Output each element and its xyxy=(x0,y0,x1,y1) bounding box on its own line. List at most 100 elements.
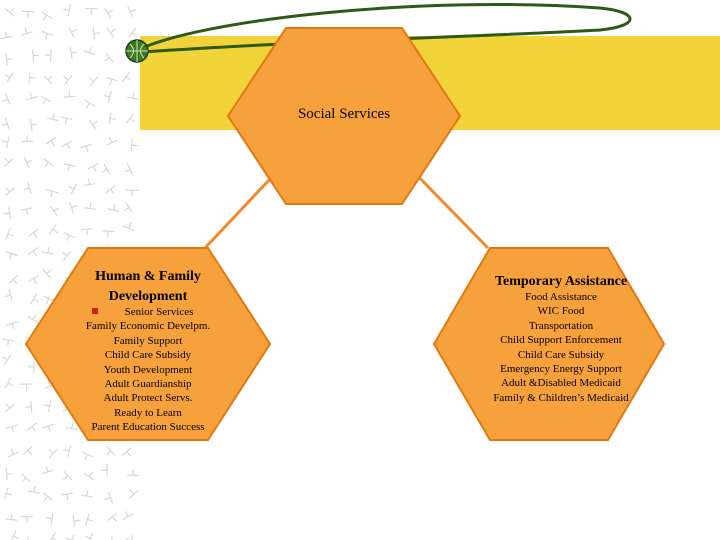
left-hex-title-line2: Development xyxy=(108,289,188,304)
pattern-mark xyxy=(46,512,54,525)
pattern-mark xyxy=(101,163,111,175)
pattern-mark xyxy=(6,320,18,330)
pattern-mark xyxy=(127,92,140,100)
pattern-mark xyxy=(5,53,13,66)
pattern-mark xyxy=(107,204,120,213)
pattern-mark xyxy=(27,486,41,494)
pattern-mark xyxy=(28,274,39,284)
pattern-mark xyxy=(1,93,11,105)
right-hex-title: Temporary Assistance xyxy=(494,274,628,289)
pattern-mark xyxy=(106,76,118,85)
pattern-mark xyxy=(0,31,13,40)
left-hex-title-line1: Human & Family xyxy=(95,269,201,284)
pattern-mark xyxy=(68,183,78,195)
pattern-mark xyxy=(63,445,72,458)
pattern-mark xyxy=(67,26,77,38)
pattern-mark xyxy=(105,445,116,456)
pattern-mark xyxy=(63,162,76,171)
left-hex-list: Senior Services Family Economic Develpm.… xyxy=(68,305,228,435)
pattern-mark xyxy=(6,251,18,260)
right-hex-list: Food Assistance WIC Food Transportation … xyxy=(472,290,650,405)
pattern-mark xyxy=(29,118,38,131)
pattern-mark xyxy=(45,136,57,146)
list-item: Family Economic Develpm. xyxy=(85,320,211,333)
pattern-mark xyxy=(61,140,73,150)
pattern-mark xyxy=(88,76,99,87)
list-item: Senior Services xyxy=(124,306,194,318)
pattern-mark xyxy=(22,446,33,456)
list-item: Transportation xyxy=(528,319,594,332)
pattern-mark xyxy=(41,247,54,255)
pattern-mark xyxy=(60,492,73,501)
pattern-mark xyxy=(104,52,114,63)
pattern-mark xyxy=(104,8,114,19)
pattern-mark xyxy=(105,184,116,195)
pattern-mark xyxy=(125,189,139,197)
pattern-mark xyxy=(2,338,15,346)
pattern-mark xyxy=(27,246,39,257)
pattern-mark xyxy=(5,424,18,433)
pattern-mark xyxy=(50,205,60,217)
pattern-mark xyxy=(104,491,114,504)
list-item: Child Care Subsidy xyxy=(517,348,605,361)
pattern-mark xyxy=(3,207,12,220)
pattern-mark xyxy=(88,119,98,130)
pattern-mark xyxy=(106,27,116,38)
pattern-mark xyxy=(123,202,133,213)
hexagon-center xyxy=(226,27,462,205)
pattern-mark xyxy=(125,113,136,124)
pattern-mark xyxy=(107,512,118,522)
pattern-mark xyxy=(41,11,53,21)
list-item: Family Support xyxy=(113,334,183,347)
pattern-mark xyxy=(21,27,33,36)
list-item: Family & Children’s Medicaid xyxy=(493,391,629,404)
pattern-mark xyxy=(3,487,13,500)
pattern-mark xyxy=(127,6,137,18)
left-hex-title: Human & Family Development xyxy=(68,267,228,307)
pattern-mark xyxy=(21,10,34,18)
list-item: Adult &Disabled Medicaid xyxy=(501,377,621,390)
pattern-mark xyxy=(122,222,135,232)
pattern-mark xyxy=(4,186,15,197)
pattern-mark xyxy=(1,136,10,149)
pattern-mark xyxy=(46,113,59,122)
bullet-marker xyxy=(92,308,98,314)
pattern-mark xyxy=(43,75,53,85)
pattern-mark xyxy=(4,289,13,302)
pattern-mark xyxy=(4,72,14,83)
pattern-mark xyxy=(46,189,59,198)
pattern-mark xyxy=(5,468,13,481)
pattern-mark xyxy=(4,403,15,413)
hexagon-right xyxy=(432,247,666,441)
pattern-mark xyxy=(27,536,29,540)
pattern-mark xyxy=(42,268,52,279)
pattern-mark xyxy=(26,422,38,432)
pattern-mark xyxy=(48,224,58,235)
pattern-mark xyxy=(128,27,138,39)
list-item: Adult Protect Servs. xyxy=(103,392,193,405)
pattern-mark xyxy=(92,27,100,40)
pattern-mark xyxy=(20,383,33,391)
pattern-mark xyxy=(30,293,40,305)
hexagon-left xyxy=(24,247,272,441)
pattern-mark xyxy=(128,489,139,499)
pattern-mark xyxy=(103,91,112,103)
pattern-mark xyxy=(11,530,20,540)
pattern-mark xyxy=(121,447,132,457)
pattern-mark xyxy=(61,250,72,262)
pattern-mark xyxy=(21,135,34,142)
pattern-mark xyxy=(84,532,94,540)
pattern-mark xyxy=(60,116,73,125)
globe-icon xyxy=(125,39,149,63)
pattern-mark xyxy=(68,201,78,214)
pattern-mark xyxy=(23,156,33,169)
list-item: Parent Education Success xyxy=(91,421,205,434)
pattern-mark xyxy=(43,158,54,168)
pattern-mark xyxy=(5,7,15,17)
pattern-mark xyxy=(85,7,98,15)
pattern-mark xyxy=(84,99,96,109)
pattern-mark xyxy=(69,47,78,60)
pattern-mark xyxy=(101,230,115,238)
pattern-mark xyxy=(130,139,138,152)
